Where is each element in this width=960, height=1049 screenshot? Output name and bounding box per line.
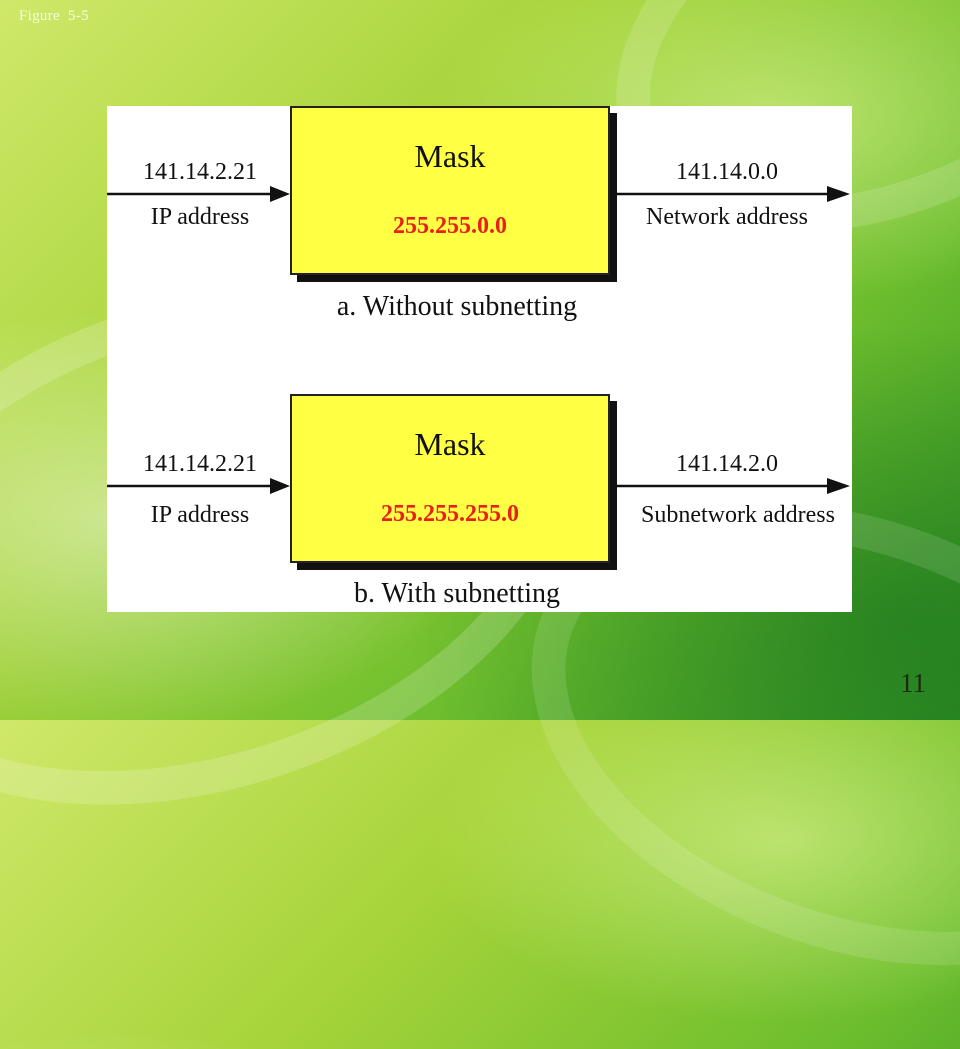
caption-a: a. Without subnetting [336,291,578,322]
output-label-a: Network address [646,204,808,230]
mask-value-b: 255.255.255.0 [381,501,519,527]
input-arrow-b [107,478,290,494]
page-number: 11 [900,668,926,698]
output-label-b: Subnetwork address [641,502,835,528]
arrows-layer [107,186,850,494]
caption-b: b. With subnetting [353,578,561,609]
input-value-a: 141.14.2.21 [143,159,257,185]
output-arrow-b [617,478,850,494]
output-value-a: 141.14.0.0 [676,159,778,185]
input-arrow-a [107,186,290,202]
input-label-a: IP address [150,204,250,230]
figure-panel: 141.14.2.21 IP address Mask 255.255.0.0 … [107,106,852,612]
mask-title-b: Mask [414,426,486,462]
mask-box-b: Mask 255.255.255.0 [290,394,610,563]
output-arrow-a [617,186,850,202]
mask-value-a: 255.255.0.0 [393,213,507,239]
input-value-b: 141.14.2.21 [143,451,257,477]
output-value-b: 141.14.2.0 [676,451,778,477]
mask-title-a: Mask [414,138,486,174]
figure-label: Figure 5-5 [19,8,89,24]
input-label-b: IP address [150,502,250,528]
mask-box-a: Mask 255.255.0.0 [290,106,610,275]
